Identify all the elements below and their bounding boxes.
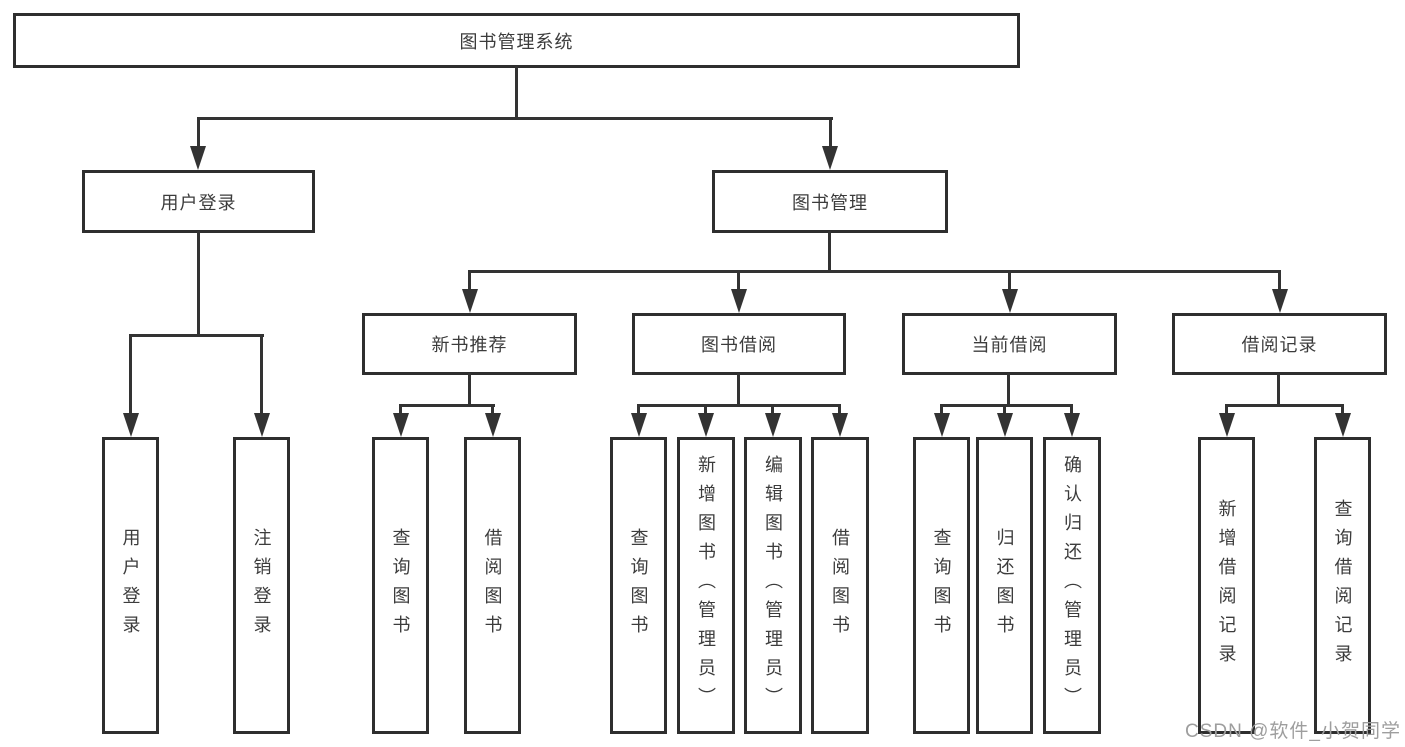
node-library-system: 图书管理系统 xyxy=(13,13,1020,68)
leaf-current-return-books: 归还图书 xyxy=(976,437,1033,734)
arrow-c-query-icon xyxy=(934,413,950,437)
connector-newbook-stem xyxy=(468,373,471,407)
connector-records-hline xyxy=(1225,404,1344,407)
arrow-to-login-icon xyxy=(190,146,206,170)
connector-to-newbook-stem xyxy=(468,270,471,292)
leaf-borrow-borrow-books: 借阅图书 xyxy=(811,437,869,734)
node-new-book-recommend: 新书推荐 xyxy=(362,313,577,375)
connector-b-add-stem xyxy=(704,404,707,418)
csdn-watermark: CSDN @软件_小贺同学 xyxy=(1185,721,1401,742)
arrow-to-logout-icon xyxy=(254,413,270,437)
connector-current-hline xyxy=(940,404,1073,407)
connector-borrow-hline xyxy=(637,404,841,407)
connector-mgmt-stem xyxy=(828,231,831,273)
connector-root-stem xyxy=(515,66,518,119)
connector-c-confirm-stem xyxy=(1070,404,1073,418)
connector-newbook-hline xyxy=(399,404,495,407)
leaf-newbook-query-books: 查询图书 xyxy=(372,437,429,734)
connector-b-borrow-stem xyxy=(838,404,841,418)
arrow-r-query-icon xyxy=(1335,413,1351,437)
leaf-newbook-borrow-books: 借阅图书 xyxy=(464,437,521,734)
connector-login-hline xyxy=(129,334,264,337)
leaf-logout: 注销登录 xyxy=(233,437,290,734)
leaf-user-login: 用户登录 xyxy=(102,437,159,734)
connector-nb-query-stem xyxy=(399,404,402,418)
connector-c-return-stem xyxy=(1003,404,1006,418)
connector-r-query-stem xyxy=(1341,404,1344,418)
connector-current-stem xyxy=(1007,373,1010,407)
arrow-nb-borrow-icon xyxy=(485,413,501,437)
arrow-to-mgmt-icon xyxy=(822,146,838,170)
node-current-borrowing: 当前借阅 xyxy=(902,313,1117,375)
node-book-borrowing: 图书借阅 xyxy=(632,313,846,375)
leaf-current-confirm-return-admin: 确认归还（管理员） xyxy=(1043,437,1101,734)
arrow-b-query-icon xyxy=(631,413,647,437)
connector-to-logout-stem xyxy=(260,334,263,416)
leaf-borrow-add-books-admin: 新增图书（管理员） xyxy=(677,437,735,734)
arrow-c-return-icon xyxy=(997,413,1013,437)
arrow-r-add-icon xyxy=(1219,413,1235,437)
connector-to-mgmt-stem xyxy=(829,117,832,149)
connector-r-add-stem xyxy=(1225,404,1228,418)
arrow-to-records-icon xyxy=(1272,289,1288,313)
arrow-to-newbook-icon xyxy=(462,289,478,313)
connector-to-login-stem xyxy=(197,117,200,149)
connector-c-query-stem xyxy=(940,404,943,418)
connector-to-records-stem xyxy=(1278,270,1281,292)
connector-b-query-stem xyxy=(637,404,640,418)
connector-to-current-stem xyxy=(1008,270,1011,292)
arrow-b-borrow-icon xyxy=(832,413,848,437)
connector-to-borrow-stem xyxy=(737,270,740,292)
arrow-c-confirm-icon xyxy=(1064,413,1080,437)
connector-root-hline xyxy=(197,117,833,120)
node-book-management: 图书管理 xyxy=(712,170,948,233)
leaf-borrow-edit-books-admin: 编辑图书（管理员） xyxy=(744,437,802,734)
leaf-borrow-query-books: 查询图书 xyxy=(610,437,667,734)
connector-records-stem xyxy=(1277,373,1280,407)
connector-borrow-stem xyxy=(737,373,740,407)
connector-mgmt-hline xyxy=(469,270,1281,273)
arrow-to-userlogin-icon xyxy=(123,413,139,437)
connector-b-edit-stem xyxy=(771,404,774,418)
node-borrow-records: 借阅记录 xyxy=(1172,313,1387,375)
arrow-to-current-icon xyxy=(1002,289,1018,313)
arrow-nb-query-icon xyxy=(393,413,409,437)
leaf-current-query-books: 查询图书 xyxy=(913,437,970,734)
connector-nb-borrow-stem xyxy=(491,404,494,418)
arrow-b-edit-icon xyxy=(765,413,781,437)
arrow-b-add-icon xyxy=(698,413,714,437)
connector-to-userlogin-stem xyxy=(129,334,132,416)
node-user-login-module: 用户登录 xyxy=(82,170,315,233)
connector-login-stem xyxy=(197,231,200,337)
arrow-to-borrow-icon xyxy=(731,289,747,313)
leaf-records-query-record: 查询借阅记录 xyxy=(1314,437,1371,734)
leaf-records-add-record: 新增借阅记录 xyxy=(1198,437,1255,734)
